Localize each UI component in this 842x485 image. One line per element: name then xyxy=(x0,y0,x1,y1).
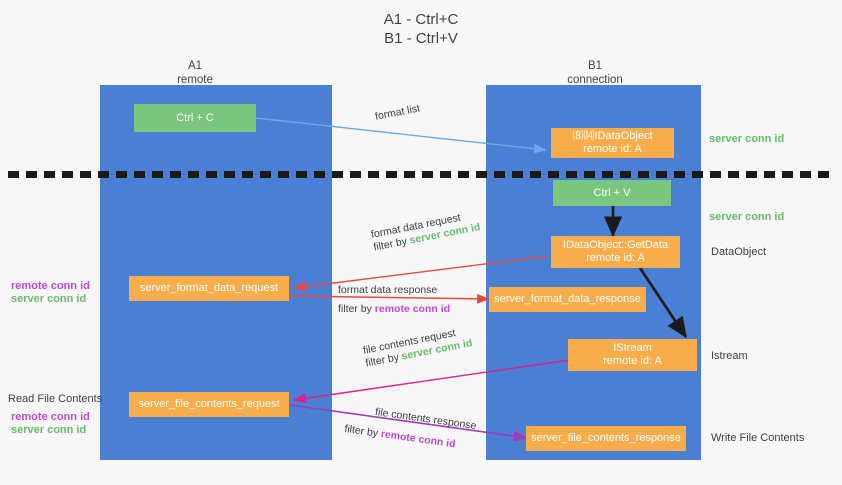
node-ctrl-c-label: Ctrl + C xyxy=(176,111,214,124)
left-label-format-remote-conn-id: remote conn id xyxy=(11,280,90,292)
node-istream-label: IStream xyxy=(613,342,652,354)
node-server-file-contents-response-label: server_file_contents_response xyxy=(531,432,681,444)
page-title: A1 - Ctrl+C B1 - Ctrl+V xyxy=(383,11,459,47)
column-header-b1-sub: connection xyxy=(567,74,623,86)
edge-label-file-contents-request: file contents request filter by server c… xyxy=(362,324,474,370)
node-idataobject-getdata[interactable]: IDataObject::GetData remote id: A xyxy=(551,236,680,268)
node-idataobject-create-remote-id: remote id: A xyxy=(583,143,642,155)
node-server-file-contents-request[interactable]: server_file_contents_request xyxy=(129,392,289,417)
node-idataobject-getdata-label: IDataObject::GetData xyxy=(562,239,669,251)
edge-label-format-list-text: format list xyxy=(374,102,421,123)
node-istream[interactable]: IStream remote id: A xyxy=(568,339,697,371)
right-label-server-conn-id-top: server conn id xyxy=(709,133,785,145)
filter-value-remote-conn-id: remote conn id xyxy=(374,303,451,315)
node-server-format-data-request[interactable]: server_format_data_request xyxy=(129,276,289,301)
column-header-a1-name: A1 xyxy=(187,60,203,72)
left-label-read-file-contents: Read File Contents xyxy=(8,393,103,405)
right-label-dataobject: DataObject xyxy=(711,246,767,258)
left-label-file-remote-conn-id: remote conn id xyxy=(11,411,90,423)
node-idataobject-create[interactable]: ⑻⒁IDataObject remote id: A xyxy=(551,128,674,158)
edge-label-format-data-response: format data response filter by remote co… xyxy=(338,284,450,316)
filter-value-remote-conn-id: remote conn id xyxy=(380,428,457,451)
edge-label-format-data-request: format data request filter by server con… xyxy=(370,208,482,254)
edge-label-file-contents-response: file contents response filter by remote … xyxy=(344,406,477,454)
node-server-format-data-response[interactable]: server_format_data_response xyxy=(489,287,646,312)
edge-label-format-data-response-filter: filter by remote conn id xyxy=(338,303,450,316)
right-label-write-file-contents: Write File Contents xyxy=(711,432,805,444)
right-label-istream: Istream xyxy=(711,350,748,362)
edge-label-format-data-response-line1: format data response xyxy=(338,284,438,296)
node-server-file-contents-request-label: server_file_contents_request xyxy=(138,398,280,410)
node-server-file-contents-response[interactable]: server_file_contents_response xyxy=(526,426,686,451)
node-idataobject-create-label: ⑻⒁IDataObject xyxy=(572,130,653,142)
right-label-server-conn-id-mid: server conn id xyxy=(709,211,785,223)
node-ctrl-v-label: Ctrl + V xyxy=(593,186,631,199)
node-ctrl-v[interactable]: Ctrl + V xyxy=(553,180,671,206)
left-label-file-server-conn-id: server conn id xyxy=(11,424,87,436)
node-server-format-data-request-label: server_format_data_request xyxy=(139,282,279,294)
left-label-format-server-conn-id: server conn id xyxy=(11,293,87,305)
node-ctrl-c[interactable]: Ctrl + C xyxy=(134,104,256,132)
filter-prefix: filter by xyxy=(338,303,375,315)
edge-label-format-list: format list xyxy=(374,102,421,123)
column-header-b1-name: B1 xyxy=(587,60,603,72)
node-istream-remote-id: remote id: A xyxy=(603,355,662,367)
phase-divider-dashed-line xyxy=(8,171,834,178)
node-server-format-data-response-label: server_format_data_response xyxy=(494,293,641,305)
column-header-a1: A1 remote xyxy=(140,59,250,87)
column-header-b1: B1 connection xyxy=(540,59,650,87)
column-header-a1-sub: remote xyxy=(177,74,213,86)
node-idataobject-getdata-remote-id: remote id: A xyxy=(586,252,645,264)
filter-prefix: filter by xyxy=(343,422,382,440)
